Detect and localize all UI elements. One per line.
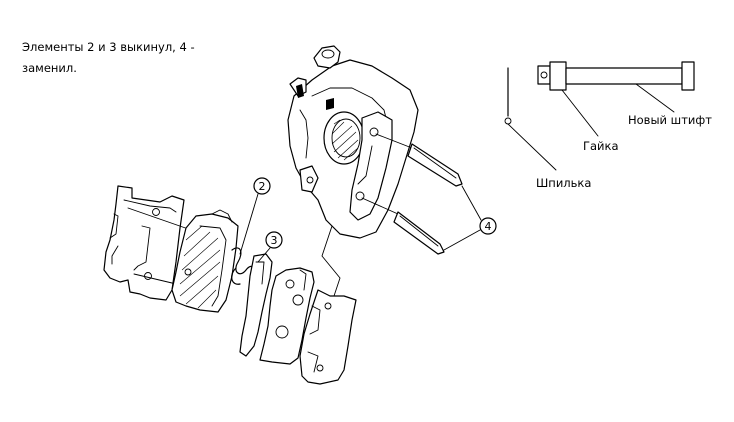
new-pin-detail (504, 61, 695, 171)
brake-caliper (287, 45, 419, 239)
nut-leader (561, 89, 599, 137)
pin-head (681, 61, 695, 91)
cotter-pin-leader (507, 123, 557, 171)
guide-pin-lower (361, 197, 445, 255)
nut-label: Гайка (583, 139, 619, 153)
inner-brake-pad-friction (171, 209, 239, 313)
pad-shim (239, 253, 273, 357)
inner-pad-backing-plate (259, 267, 315, 365)
callout-3-text: 3 (271, 234, 278, 247)
pin-end-block (537, 65, 551, 85)
callout-4-text: 4 (485, 220, 492, 233)
pin-shaft (565, 67, 683, 85)
nut (549, 61, 567, 91)
callout-2-text: 2 (259, 180, 266, 193)
outer-brake-pad (103, 185, 185, 301)
guide-pin-upper (375, 133, 463, 187)
note-line-2: заменил. (22, 61, 77, 75)
callout-2: 2 (239, 177, 271, 255)
note-line-1: Элементы 2 и 3 выкинул, 4 - (22, 40, 195, 54)
callout-3: 3 (257, 231, 283, 263)
callout-4: 4 (443, 185, 497, 251)
cotter-pin-label: Шпилька (536, 176, 591, 190)
new-pin-label: Новый штифт (628, 113, 712, 127)
front-brake-pad (299, 289, 357, 385)
new-pin-leader (635, 83, 675, 113)
cotter-pin-eye (504, 117, 512, 125)
